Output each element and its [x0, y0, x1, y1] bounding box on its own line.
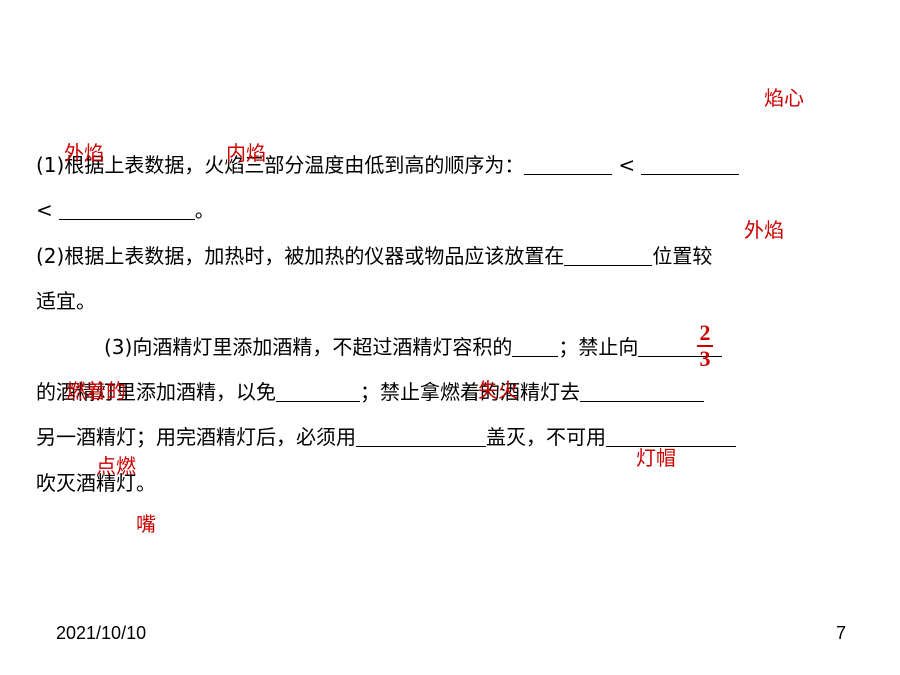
answer-inner-flame: 内焰 [226, 141, 266, 165]
question-3-text-e: 另一酒精灯；用完酒精灯后，必须用 [36, 425, 356, 449]
question-3-text-b: ；禁止向 [558, 335, 639, 359]
blank-9[interactable] [356, 426, 486, 447]
blank-3[interactable] [58, 199, 195, 220]
page-number: 7 [836, 623, 847, 643]
answer-fraction: 2 3 [696, 322, 714, 370]
question-3-line-4: 吹灭酒精灯。 [36, 470, 866, 496]
blank-4[interactable] [564, 245, 653, 266]
question-3-text-a: (3)向酒精灯里添加酒精，不超过酒精灯容积的 [104, 335, 513, 359]
blank-2[interactable] [641, 154, 740, 175]
question-3-text-g: 吹灭酒精灯。 [36, 471, 156, 495]
question-2-text-c: 适宜。 [36, 289, 96, 313]
blank-10[interactable] [606, 426, 736, 447]
question-2-text-a: (2)根据上表数据，加热时，被加热的仪器或物品应该放置在 [36, 244, 565, 268]
blank-7[interactable] [276, 381, 360, 402]
question-3-text-d: ；禁止拿燃着的酒精灯去 [360, 380, 580, 404]
blank-1[interactable] [524, 154, 613, 175]
question-1-line-2: <。 [36, 197, 866, 223]
answer-outer-flame-1: 外焰 [64, 141, 104, 165]
fraction-denominator: 3 [699, 346, 711, 371]
answer-lamp-cap: 灯帽 [636, 446, 676, 470]
blank-8[interactable] [580, 381, 704, 402]
question-2-text-b: 位置较 [652, 244, 713, 268]
question-1-line-1: (1)根据上表数据，火焰三部分温度由低到高的顺序为： < [36, 152, 866, 178]
less-than-sign-2: < [36, 198, 53, 222]
question-2-line-1: (2)根据上表数据，加热时，被加热的仪器或物品应该放置在 位置较 [36, 243, 866, 269]
question-3-line-1: (3)向酒精灯里添加酒精，不超过酒精灯容积的 ；禁止向 [104, 334, 900, 360]
question-3-line-2: 的酒精灯里添加酒精，以免 ；禁止拿燃着的酒精灯去 [36, 379, 866, 405]
period: 。 [194, 198, 215, 222]
question-3-line-3: 另一酒精灯；用完酒精灯后，必须用 盖灭，不可用 [36, 424, 866, 450]
less-than-sign-1: < [618, 153, 636, 177]
fraction-bar [697, 345, 713, 347]
footer-date: 2021/10/10 [56, 623, 147, 643]
answer-outer-flame-2: 外焰 [744, 218, 784, 242]
fraction-numerator: 2 [699, 320, 711, 345]
question-2-line-2: 适宜。 [36, 288, 866, 314]
blank-5[interactable] [512, 336, 559, 357]
blank-6[interactable] [638, 336, 723, 357]
answer-flame-core: 焰心 [764, 86, 804, 110]
answer-mouth: 嘴 [136, 512, 156, 536]
question-3-text-c: 的酒精灯里添加酒精，以免 [36, 380, 276, 404]
answer-burning: 燃着的 [66, 379, 126, 403]
answer-fire: 失火 [478, 378, 518, 402]
answer-ignite: 点燃 [96, 454, 136, 478]
question-3-text-f: 盖灭，不可用 [486, 425, 606, 449]
question-1-text: (1)根据上表数据，火焰三部分温度由低到高的顺序为： [36, 153, 525, 177]
